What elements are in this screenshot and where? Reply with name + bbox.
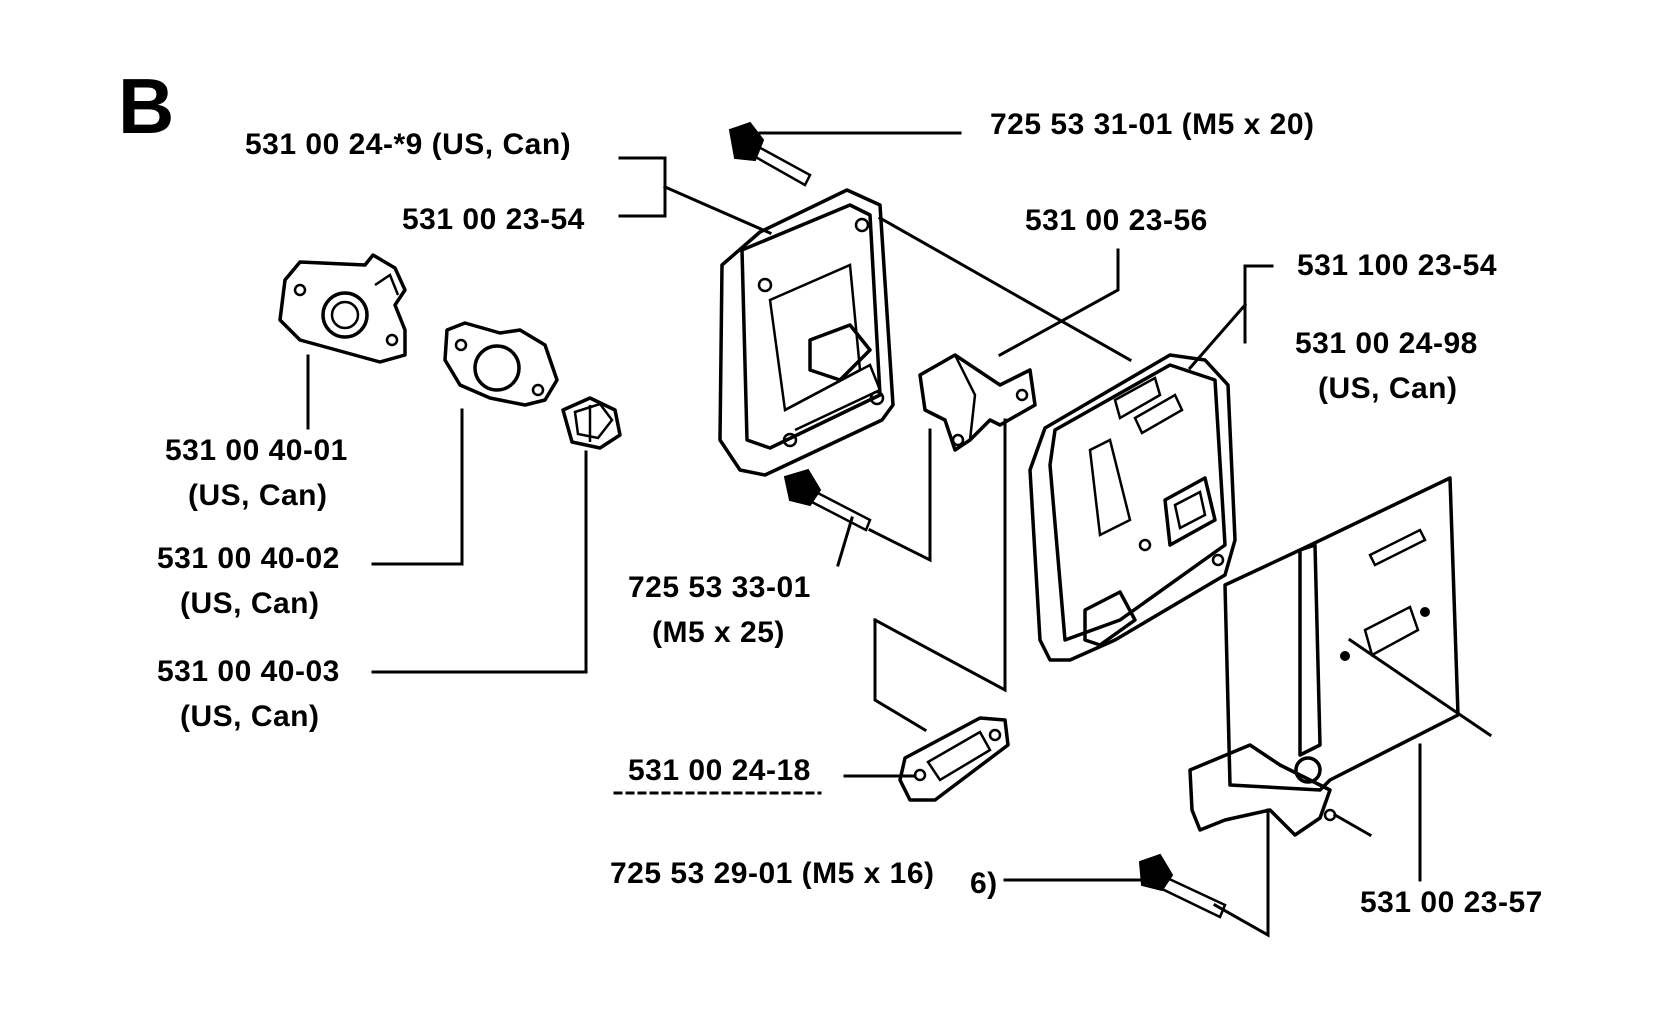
leader-lines: [306, 131, 1493, 938]
label-muffler-body-3: (US, Can): [1318, 372, 1458, 405]
label-nut-1: 531 00 40-03: [157, 655, 340, 688]
label-gasket-a-2: (US, Can): [180, 587, 320, 620]
gasket-b-part: [898, 716, 1010, 802]
label-gasket-a-1: 531 00 40-02: [157, 542, 340, 575]
label-gasket-b: 531 00 24-18: [628, 754, 811, 787]
label-muffler-body-1: 531 100 23-54: [1297, 249, 1497, 282]
label-muffler-body-2: 531 00 24-98: [1295, 327, 1478, 360]
nut-part: [561, 396, 622, 450]
label-plate-a-1: 531 00 40-01: [165, 434, 348, 467]
muffler-cover-part: [718, 188, 895, 477]
label-screw-m5x25-1: 725 53 33-01: [628, 571, 811, 604]
label-screw-m5x16: 725 53 29-01 (M5 x 16): [610, 857, 935, 890]
gasket-a-part: [443, 321, 559, 407]
screw-m5x25-part: [783, 468, 872, 532]
label-screw-m5x20: 725 53 31-01 (M5 x 20): [990, 108, 1315, 141]
bracket-part: [918, 353, 1037, 452]
screw-m5x20-part: [728, 121, 812, 187]
muffler-body-part: [1028, 353, 1237, 662]
label-muffler-cover-us: 531 00 24-*9 (US, Can): [245, 128, 571, 161]
label-nut-2: (US, Can): [180, 700, 320, 733]
label-muffler-cover: 531 00 23-54: [402, 203, 585, 236]
part-labels: 531 00 24-*9 (US, Can) 531 00 23-54 725 …: [157, 108, 1543, 919]
plate-a-part: [278, 253, 407, 364]
label-heat-shield: 531 00 23-57: [1360, 886, 1543, 919]
section-letter: B: [118, 62, 174, 150]
label-plate-a-2: (US, Can): [188, 479, 328, 512]
label-screw-m5x25-2: (M5 x 25): [652, 616, 785, 649]
label-bracket: 531 00 23-56: [1025, 204, 1208, 237]
label-fragment: 6): [970, 867, 998, 900]
heat-shield-part: [1188, 476, 1460, 837]
screw-m5x16-part: [1138, 853, 1227, 919]
